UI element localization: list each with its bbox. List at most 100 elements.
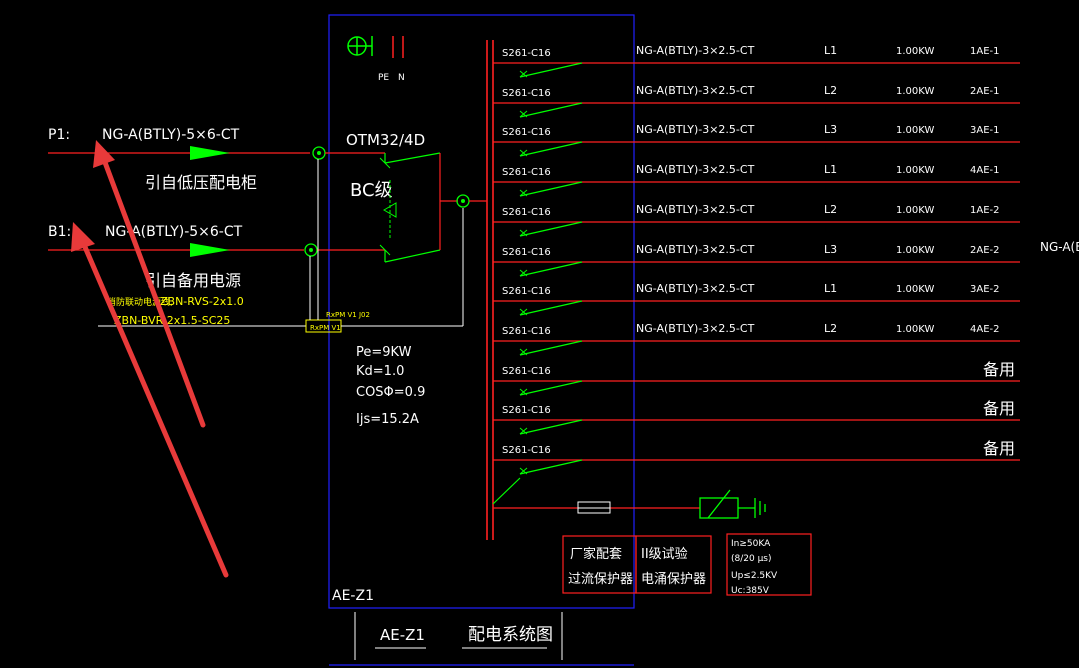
- annotation-arrow-1: [93, 140, 206, 428]
- b1-direction-arrow: [190, 243, 230, 257]
- overcurrent-box-line1: 厂家配套: [570, 546, 622, 562]
- circuit-breaker-symbol: [519, 300, 583, 316]
- circuit-breaker-symbol: [519, 141, 583, 157]
- circuit-spare-label: 备用: [983, 399, 1015, 418]
- circuit-breaker-symbol: [519, 221, 583, 237]
- b1-tag: B1:: [48, 224, 71, 240]
- monitor-module-top-label: RxPM V1 J02: [326, 311, 370, 319]
- circuit-cable-label: NG-A(BTLY)-3×2.5-CT: [636, 163, 755, 176]
- circuit-breaker-symbol: [519, 261, 583, 277]
- circuit-phase-label: L1: [824, 163, 837, 176]
- surge-protector-box: [635, 535, 712, 594]
- b1-cable-label: NG-A(BTLY)-5×6-CT: [105, 224, 243, 240]
- circuit-power-label: 1.00KW: [896, 324, 934, 335]
- monitor-module-box-label: RxPM V1: [310, 324, 341, 332]
- kd-value: Kd=1.0: [356, 364, 404, 379]
- circuit-load-label: 4AE-1: [970, 165, 1000, 176]
- breaker-tick-b: [519, 467, 528, 475]
- pe-value: Pe=9KW: [356, 345, 412, 360]
- circuit-breaker-label: S261-C16: [502, 445, 551, 456]
- circuit-spare-label: 备用: [983, 439, 1015, 458]
- circuit-breaker-symbol: [519, 102, 583, 118]
- spd-spec-line3: Up≤2.5KV: [731, 571, 778, 581]
- ats-model-label: OTM32/4D: [346, 131, 425, 149]
- circuit-spare-label: 备用: [983, 360, 1015, 379]
- b1-source-label: 引自备用电源: [145, 271, 241, 290]
- breaker-tick-b: [519, 70, 528, 78]
- surge-box-line2: 电涌保护器: [641, 572, 706, 587]
- pe-terminal-symbol: [347, 36, 373, 56]
- breaker-tick-b: [519, 427, 528, 435]
- breaker-tick-b: [519, 348, 528, 356]
- p1-direction-arrow: [190, 146, 230, 160]
- breaker-tick-b: [519, 189, 528, 197]
- cos-value: COSΦ=0.9: [356, 385, 425, 400]
- circuit-cable-label: NG-A(BTLY)-3×2.5-CT: [636, 282, 755, 295]
- surge-protector-symbol: [699, 489, 766, 519]
- circuit-power-label: 1.00KW: [896, 245, 934, 256]
- ats-switch-symbol: [379, 152, 441, 263]
- circuit-breaker-symbol: [519, 459, 583, 475]
- circuit-phase-label: L3: [824, 243, 837, 256]
- title-text: 配电系统图: [468, 625, 553, 645]
- circuit-breaker-label: S261-C16: [502, 127, 551, 138]
- ats-grade-label: BC级: [350, 180, 393, 201]
- p1-cable-label: NG-A(BTLY)-5×6-CT: [102, 127, 240, 143]
- pe-label: PE: [378, 73, 389, 83]
- circuit-breaker-label: S261-C16: [502, 167, 551, 178]
- surge-box-line1: II级试验: [641, 546, 688, 562]
- circuit-breaker-symbol: [519, 62, 583, 78]
- circuit-breaker-symbol: [519, 419, 583, 435]
- circuit-load-label: 3AE-1: [970, 125, 1000, 136]
- circuit-load-label: 3AE-2: [970, 284, 1000, 295]
- circuit-breaker-label: S261-C16: [502, 286, 551, 297]
- circuit-phase-label: L2: [824, 84, 837, 97]
- breaker-tick-b: [519, 229, 528, 237]
- circuit-cable-label: NG-A(BTLY)-3×2.5-CT: [636, 123, 755, 136]
- b1-current-transformer: [304, 243, 318, 257]
- circuit-power-label: 1.00KW: [896, 46, 934, 57]
- spd-spec-line1: In≥50KA: [731, 539, 771, 549]
- edge-cable-label: NG-A(BTL: [1040, 240, 1079, 254]
- circuit-power-label: 1.00KW: [896, 125, 934, 136]
- circuit-cable-label: NG-A(BTLY)-3×2.5-CT: [636, 44, 755, 57]
- circuit-phase-label: L1: [824, 282, 837, 295]
- spd-branch-tick: [492, 477, 521, 505]
- circuit-breaker-symbol: [519, 380, 583, 396]
- circuit-load-label: 2AE-1: [970, 86, 1000, 97]
- main-current-transformer: [456, 194, 470, 208]
- spd-spec-box: [726, 533, 812, 596]
- p1-source-label: 引自低压配电柜: [145, 173, 257, 192]
- cabinet-frame: [328, 14, 635, 609]
- control-cable-1-label: ZBN-RVS-2x1.0: [160, 295, 244, 308]
- circuit-load-label: 4AE-2: [970, 324, 1000, 335]
- circuit-load-label: 1AE-2: [970, 205, 1000, 216]
- circuit-phase-label: L2: [824, 322, 837, 335]
- circuit-breaker-label: S261-C16: [502, 207, 551, 218]
- circuit-breaker-label: S261-C16: [502, 366, 551, 377]
- ijs-value: Ijs=15.2A: [356, 412, 419, 427]
- circuit-cable-label: NG-A(BTLY)-3×2.5-CT: [636, 243, 755, 256]
- spd-spec-line2: (8/20 μs): [731, 554, 772, 564]
- n-terminal-symbol: [392, 36, 404, 58]
- breaker-tick-b: [519, 308, 528, 316]
- circuit-load-label: 2AE-2: [970, 245, 1000, 256]
- cabinet-id-label: AE-Z1: [332, 588, 374, 604]
- spd-spec-line4: Uc:385V: [731, 586, 770, 596]
- circuit-power-label: 1.00KW: [896, 86, 934, 97]
- annotation-arrow-2: [71, 222, 229, 578]
- circuit-power-label: 1.00KW: [896, 284, 934, 295]
- circuit-cable-label: NG-A(BTLY)-3×2.5-CT: [636, 203, 755, 216]
- breaker-tick-b: [519, 110, 528, 118]
- overcurrent-box-line2: 过流保护器: [568, 572, 633, 587]
- circuit-breaker-label: S261-C16: [502, 247, 551, 258]
- p1-tag: P1:: [48, 127, 70, 143]
- circuit-breaker-label: S261-C16: [502, 405, 551, 416]
- circuit-breaker-label: S261-C16: [502, 326, 551, 337]
- circuit-load-label: 1AE-1: [970, 46, 1000, 57]
- n-label: N: [398, 73, 405, 83]
- circuit-cable-label: NG-A(BTLY)-3×2.5-CT: [636, 322, 755, 335]
- breaker-tick-b: [519, 149, 528, 157]
